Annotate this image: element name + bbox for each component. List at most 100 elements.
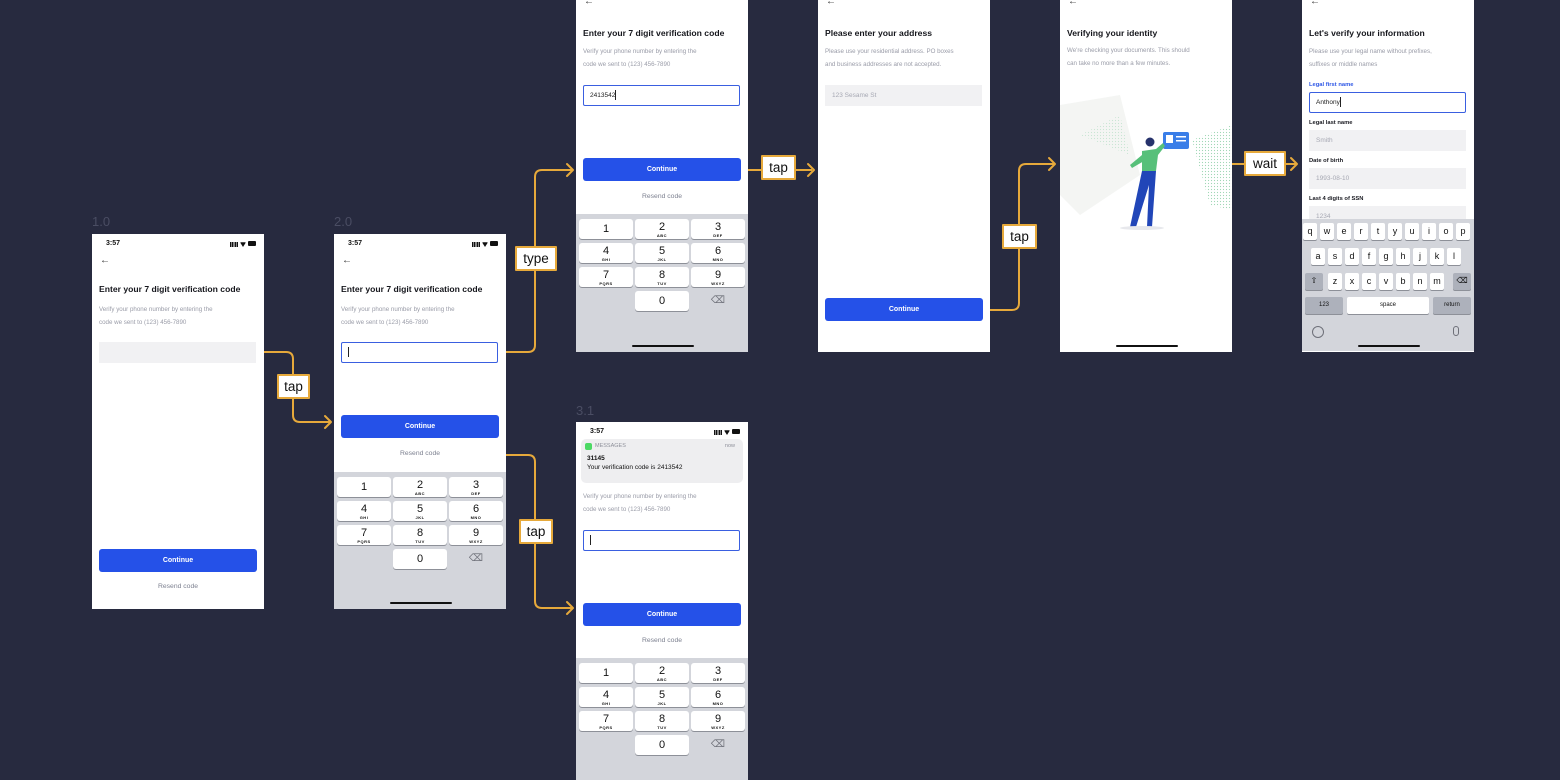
sms-notification[interactable]: MESSAGES now 31145 Your verification cod… — [581, 439, 743, 483]
shift-key-icon[interactable]: ⇧ — [1305, 273, 1323, 290]
key-z[interactable]: z — [1328, 273, 1342, 290]
key-q[interactable]: q — [1303, 223, 1317, 240]
key-n[interactable]: n — [1413, 273, 1427, 290]
resend-code-link[interactable]: Resend code — [641, 193, 683, 200]
resend-code-link[interactable]: Resend code — [641, 637, 683, 644]
keypad-delete-icon[interactable]: ⌫ — [468, 553, 484, 564]
keypad-key-1[interactable]: 1 — [579, 663, 633, 683]
code-input-filled[interactable]: 2413542 — [583, 85, 740, 106]
key-d[interactable]: d — [1345, 248, 1359, 265]
status-time: 3:57 — [590, 428, 605, 435]
key-k[interactable]: k — [1430, 248, 1444, 265]
text-caret — [348, 347, 349, 358]
back-arrow-icon[interactable]: ← — [100, 255, 110, 266]
code-input-focused[interactable] — [341, 342, 498, 363]
key-h[interactable]: h — [1396, 248, 1410, 265]
subtitle-line-2: code we sent to (123) 456-7890 — [99, 319, 187, 326]
address-input[interactable]: 123 Sesame St — [825, 85, 982, 106]
key-y[interactable]: y — [1388, 223, 1402, 240]
key-p[interactable]: p — [1456, 223, 1470, 240]
back-arrow-icon[interactable]: ← — [826, 0, 836, 7]
status-icons — [714, 429, 740, 435]
continue-button[interactable]: Continue — [583, 158, 741, 181]
messages-app-icon — [585, 443, 592, 450]
keypad-delete-icon[interactable]: ⌫ — [710, 739, 726, 750]
continue-button[interactable]: Continue — [341, 415, 499, 438]
person-legs — [1130, 171, 1156, 227]
key-m[interactable]: m — [1430, 273, 1444, 290]
key-v[interactable]: v — [1379, 273, 1393, 290]
last-name-input[interactable]: Smith — [1309, 130, 1466, 151]
continue-button[interactable]: Continue — [825, 298, 983, 321]
keypad-delete-icon[interactable]: ⌫ — [710, 295, 726, 306]
key-c[interactable]: c — [1362, 273, 1376, 290]
code-input[interactable] — [99, 342, 256, 363]
key-e[interactable]: e — [1337, 223, 1351, 240]
first-name-input[interactable]: Anthony — [1309, 92, 1466, 113]
key-i[interactable]: i — [1422, 223, 1436, 240]
key-s[interactable]: s — [1328, 248, 1342, 265]
key-o[interactable]: o — [1439, 223, 1453, 240]
backspace-key-icon[interactable]: ⌫ — [1453, 273, 1471, 290]
key-g[interactable]: g — [1379, 248, 1393, 265]
key-a[interactable]: a — [1311, 248, 1325, 265]
key-r[interactable]: r — [1354, 223, 1368, 240]
numbers-key[interactable]: 123 — [1305, 297, 1343, 314]
keypad-key-0[interactable]: 0 — [635, 735, 689, 755]
back-arrow-icon[interactable]: ← — [1068, 0, 1078, 7]
key-t[interactable]: t — [1371, 223, 1385, 240]
continue-button[interactable]: Continue — [99, 549, 257, 572]
key-w[interactable]: w — [1320, 223, 1334, 240]
back-arrow-icon[interactable]: ← — [584, 0, 594, 7]
status-time: 3:57 — [106, 240, 121, 247]
subtitle-line-2: and business addresses are not accepted. — [825, 61, 942, 68]
key-x[interactable]: x — [1345, 273, 1359, 290]
key-l[interactable]: l — [1447, 248, 1461, 265]
resend-code-link[interactable]: Resend code — [399, 450, 441, 457]
back-arrow-icon[interactable]: ← — [1310, 0, 1320, 7]
key-j[interactable]: j — [1413, 248, 1427, 265]
dob-input[interactable]: 1993-08-10 — [1309, 168, 1466, 189]
key-b[interactable]: b — [1396, 273, 1410, 290]
key-f[interactable]: f — [1362, 248, 1376, 265]
key-u[interactable]: u — [1405, 223, 1419, 240]
keypad-key-1[interactable]: 1 — [337, 477, 391, 497]
resend-code-link[interactable]: Resend code — [157, 583, 199, 590]
last-name-label: Legal last name — [1309, 120, 1353, 126]
emoji-key-icon[interactable] — [1312, 326, 1324, 338]
back-arrow-icon[interactable]: ← — [342, 255, 352, 266]
return-key[interactable]: return — [1433, 297, 1471, 314]
keypad-key-0[interactable]: 0 — [635, 291, 689, 311]
keypad-key-1[interactable]: 1 — [579, 219, 633, 239]
microphone-key-icon[interactable] — [1453, 326, 1459, 336]
continue-button[interactable]: Continue — [583, 603, 741, 626]
keypad-key-0[interactable]: 0 — [393, 549, 447, 569]
code-input-focused[interactable] — [583, 530, 740, 551]
space-key[interactable]: space — [1347, 297, 1429, 314]
keypad-digit: 0 — [416, 553, 424, 565]
